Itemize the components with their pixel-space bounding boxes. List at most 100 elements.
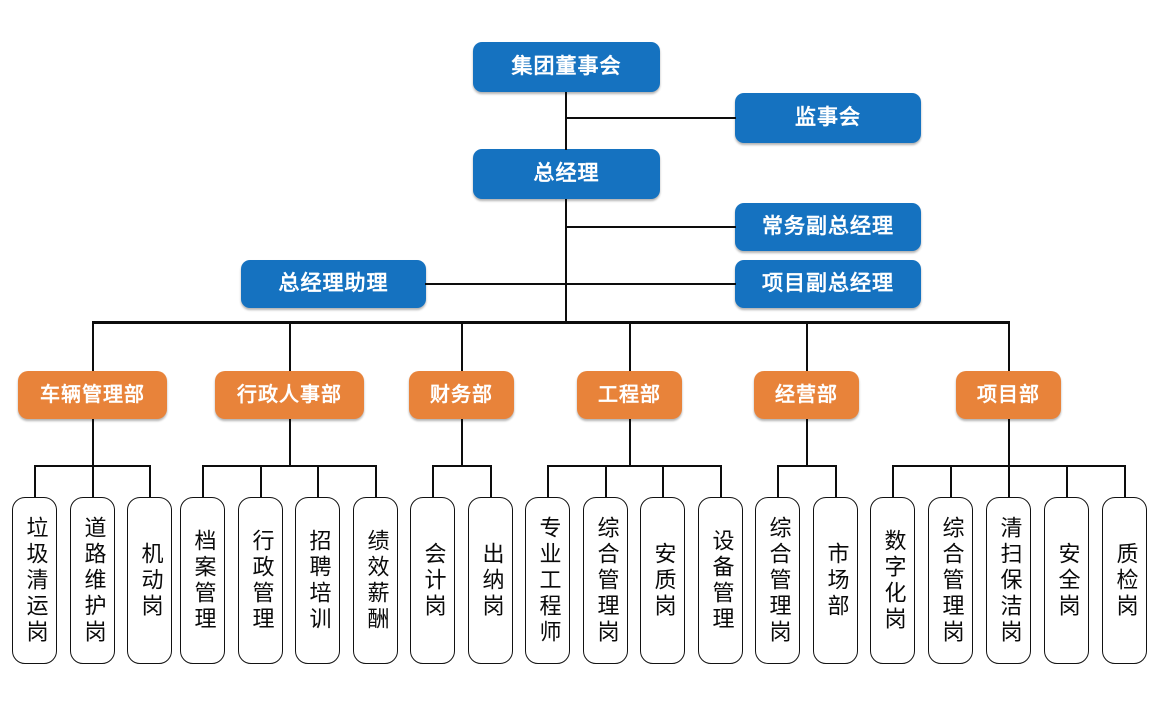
- dept-label-0: 车辆管理部: [40, 384, 145, 406]
- post-box-5-0[interactable]: 数字化岗: [870, 497, 915, 664]
- connector-dept-3-stem: [629, 419, 631, 466]
- post-label-0-0: 垃圾清运岗: [22, 515, 48, 646]
- post-box-5-2[interactable]: 清扫保洁岗: [986, 497, 1031, 664]
- node-general-manager-label: 总经理: [533, 162, 600, 186]
- connector-bus-to-dept-4: [806, 321, 808, 371]
- post-label-5-4: 质检岗: [1112, 541, 1138, 620]
- dept-label-4: 经营部: [775, 384, 838, 406]
- connector-rail-3-child-1: [605, 465, 607, 498]
- post-box-1-1[interactable]: 行政管理: [238, 497, 283, 664]
- connector-bus-to-dept-1: [289, 321, 291, 371]
- node-gm-assistant[interactable]: 总经理助理: [241, 260, 426, 308]
- post-box-5-3[interactable]: 安全岗: [1044, 497, 1089, 664]
- connector-rail-2-child-1: [490, 465, 492, 498]
- post-box-0-1[interactable]: 道路维护岗: [70, 497, 115, 664]
- node-supervisory-board-label: 监事会: [795, 106, 861, 130]
- post-label-1-2: 招聘培训: [305, 528, 331, 633]
- connector-dept-1-stem: [289, 419, 291, 466]
- connector-rail-5-child-4: [1124, 465, 1126, 498]
- post-box-1-3[interactable]: 绩效薪酬: [353, 497, 398, 664]
- connector-rail-1-child-3: [375, 465, 377, 498]
- post-box-0-2[interactable]: 机动岗: [127, 497, 172, 664]
- connector-rail-4-child-0: [777, 465, 779, 498]
- dept-box-5[interactable]: 项目部: [956, 371, 1061, 419]
- connector-rail-0-child-2: [149, 465, 151, 498]
- post-box-2-0[interactable]: 会计岗: [410, 497, 455, 664]
- connector-rail-0-child-1: [92, 465, 94, 498]
- post-box-1-0[interactable]: 档案管理: [180, 497, 225, 664]
- post-label-1-1: 行政管理: [248, 528, 274, 633]
- connector-bus-to-dept-5: [1008, 321, 1010, 371]
- node-project-deputy-gm[interactable]: 项目副总经理: [735, 260, 921, 308]
- dept-box-0[interactable]: 车辆管理部: [18, 371, 167, 419]
- post-box-0-0[interactable]: 垃圾清运岗: [12, 497, 57, 664]
- dept-box-1[interactable]: 行政人事部: [215, 371, 364, 419]
- post-label-4-0: 综合管理岗: [765, 515, 791, 646]
- dept-label-5: 项目部: [977, 384, 1040, 406]
- connector-rail-3-child-2: [662, 465, 664, 498]
- connector-dept-4-stem: [806, 419, 808, 466]
- node-supervisory-board[interactable]: 监事会: [735, 93, 921, 143]
- connector-bus-to-dept-0: [92, 321, 94, 371]
- connector-gm-to-executive-deputy: [565, 226, 736, 228]
- connector-gm-trunk-to-supervisory: [565, 117, 736, 119]
- connector-rail-5-child-2: [1008, 465, 1010, 498]
- post-label-3-0: 专业工程师: [535, 515, 561, 646]
- post-box-4-0[interactable]: 综合管理岗: [755, 497, 800, 664]
- node-group-board-label: 集团董事会: [511, 55, 622, 79]
- post-box-5-1[interactable]: 综合管理岗: [928, 497, 973, 664]
- post-label-5-1: 综合管理岗: [938, 515, 964, 646]
- child-rail-2: [432, 465, 491, 467]
- dept-box-2[interactable]: 财务部: [409, 371, 514, 419]
- post-label-2-0: 会计岗: [420, 541, 446, 620]
- dept-box-3[interactable]: 工程部: [577, 371, 682, 419]
- connector-rail-2-child-0: [432, 465, 434, 498]
- post-box-3-2[interactable]: 安质岗: [640, 497, 685, 664]
- child-rail-1: [202, 465, 376, 467]
- connector-rail-0-child-0: [34, 465, 36, 498]
- node-group-board[interactable]: 集团董事会: [473, 42, 660, 92]
- connector-dept-5-stem: [1008, 419, 1010, 466]
- connector-dept-2-stem: [461, 419, 463, 466]
- dept-label-3: 工程部: [598, 384, 661, 406]
- post-label-3-3: 设备管理: [708, 528, 734, 633]
- post-box-4-1[interactable]: 市场部: [813, 497, 858, 664]
- post-box-5-4[interactable]: 质检岗: [1102, 497, 1147, 664]
- node-executive-deputy-gm[interactable]: 常务副总经理: [735, 203, 921, 251]
- post-label-3-2: 安质岗: [650, 541, 676, 620]
- connector-rail-1-child-2: [317, 465, 319, 498]
- post-label-0-1: 道路维护岗: [80, 515, 106, 646]
- child-rail-3: [547, 465, 721, 467]
- connector-rail-3-child-3: [720, 465, 722, 498]
- post-box-2-1[interactable]: 出纳岗: [468, 497, 513, 664]
- connector-bus-to-dept-3: [629, 321, 631, 371]
- post-label-0-2: 机动岗: [137, 541, 163, 620]
- post-box-3-0[interactable]: 专业工程师: [525, 497, 570, 664]
- department-bus: [92, 321, 1009, 324]
- connector-board-to-gm: [565, 92, 567, 150]
- post-label-1-0: 档案管理: [190, 528, 216, 633]
- connector-rail-4-child-1: [835, 465, 837, 498]
- connector-rail-1-child-1: [260, 465, 262, 498]
- connector-rail-5-child-3: [1066, 465, 1068, 498]
- post-box-1-2[interactable]: 招聘培训: [295, 497, 340, 664]
- post-box-3-1[interactable]: 综合管理岗: [583, 497, 628, 664]
- child-rail-4: [777, 465, 836, 467]
- post-label-5-2: 清扫保洁岗: [996, 515, 1022, 646]
- dept-label-2: 财务部: [430, 384, 493, 406]
- dept-box-4[interactable]: 经营部: [754, 371, 859, 419]
- connector-rail-5-child-1: [950, 465, 952, 498]
- connector-rail-5-child-0: [892, 465, 894, 498]
- node-general-manager[interactable]: 总经理: [473, 149, 660, 199]
- node-gm-assistant-label: 总经理助理: [278, 272, 389, 296]
- connector-gm-to-project-deputy: [565, 283, 736, 285]
- post-label-1-3: 绩效薪酬: [363, 528, 389, 633]
- connector-gm-trunk-down: [565, 199, 567, 322]
- dept-label-1: 行政人事部: [237, 384, 342, 406]
- post-label-3-1: 综合管理岗: [593, 515, 619, 646]
- post-box-3-3[interactable]: 设备管理: [698, 497, 743, 664]
- connector-dept-0-stem: [92, 419, 94, 466]
- post-label-5-0: 数字化岗: [880, 528, 906, 633]
- connector-gm-to-assistant: [425, 283, 566, 285]
